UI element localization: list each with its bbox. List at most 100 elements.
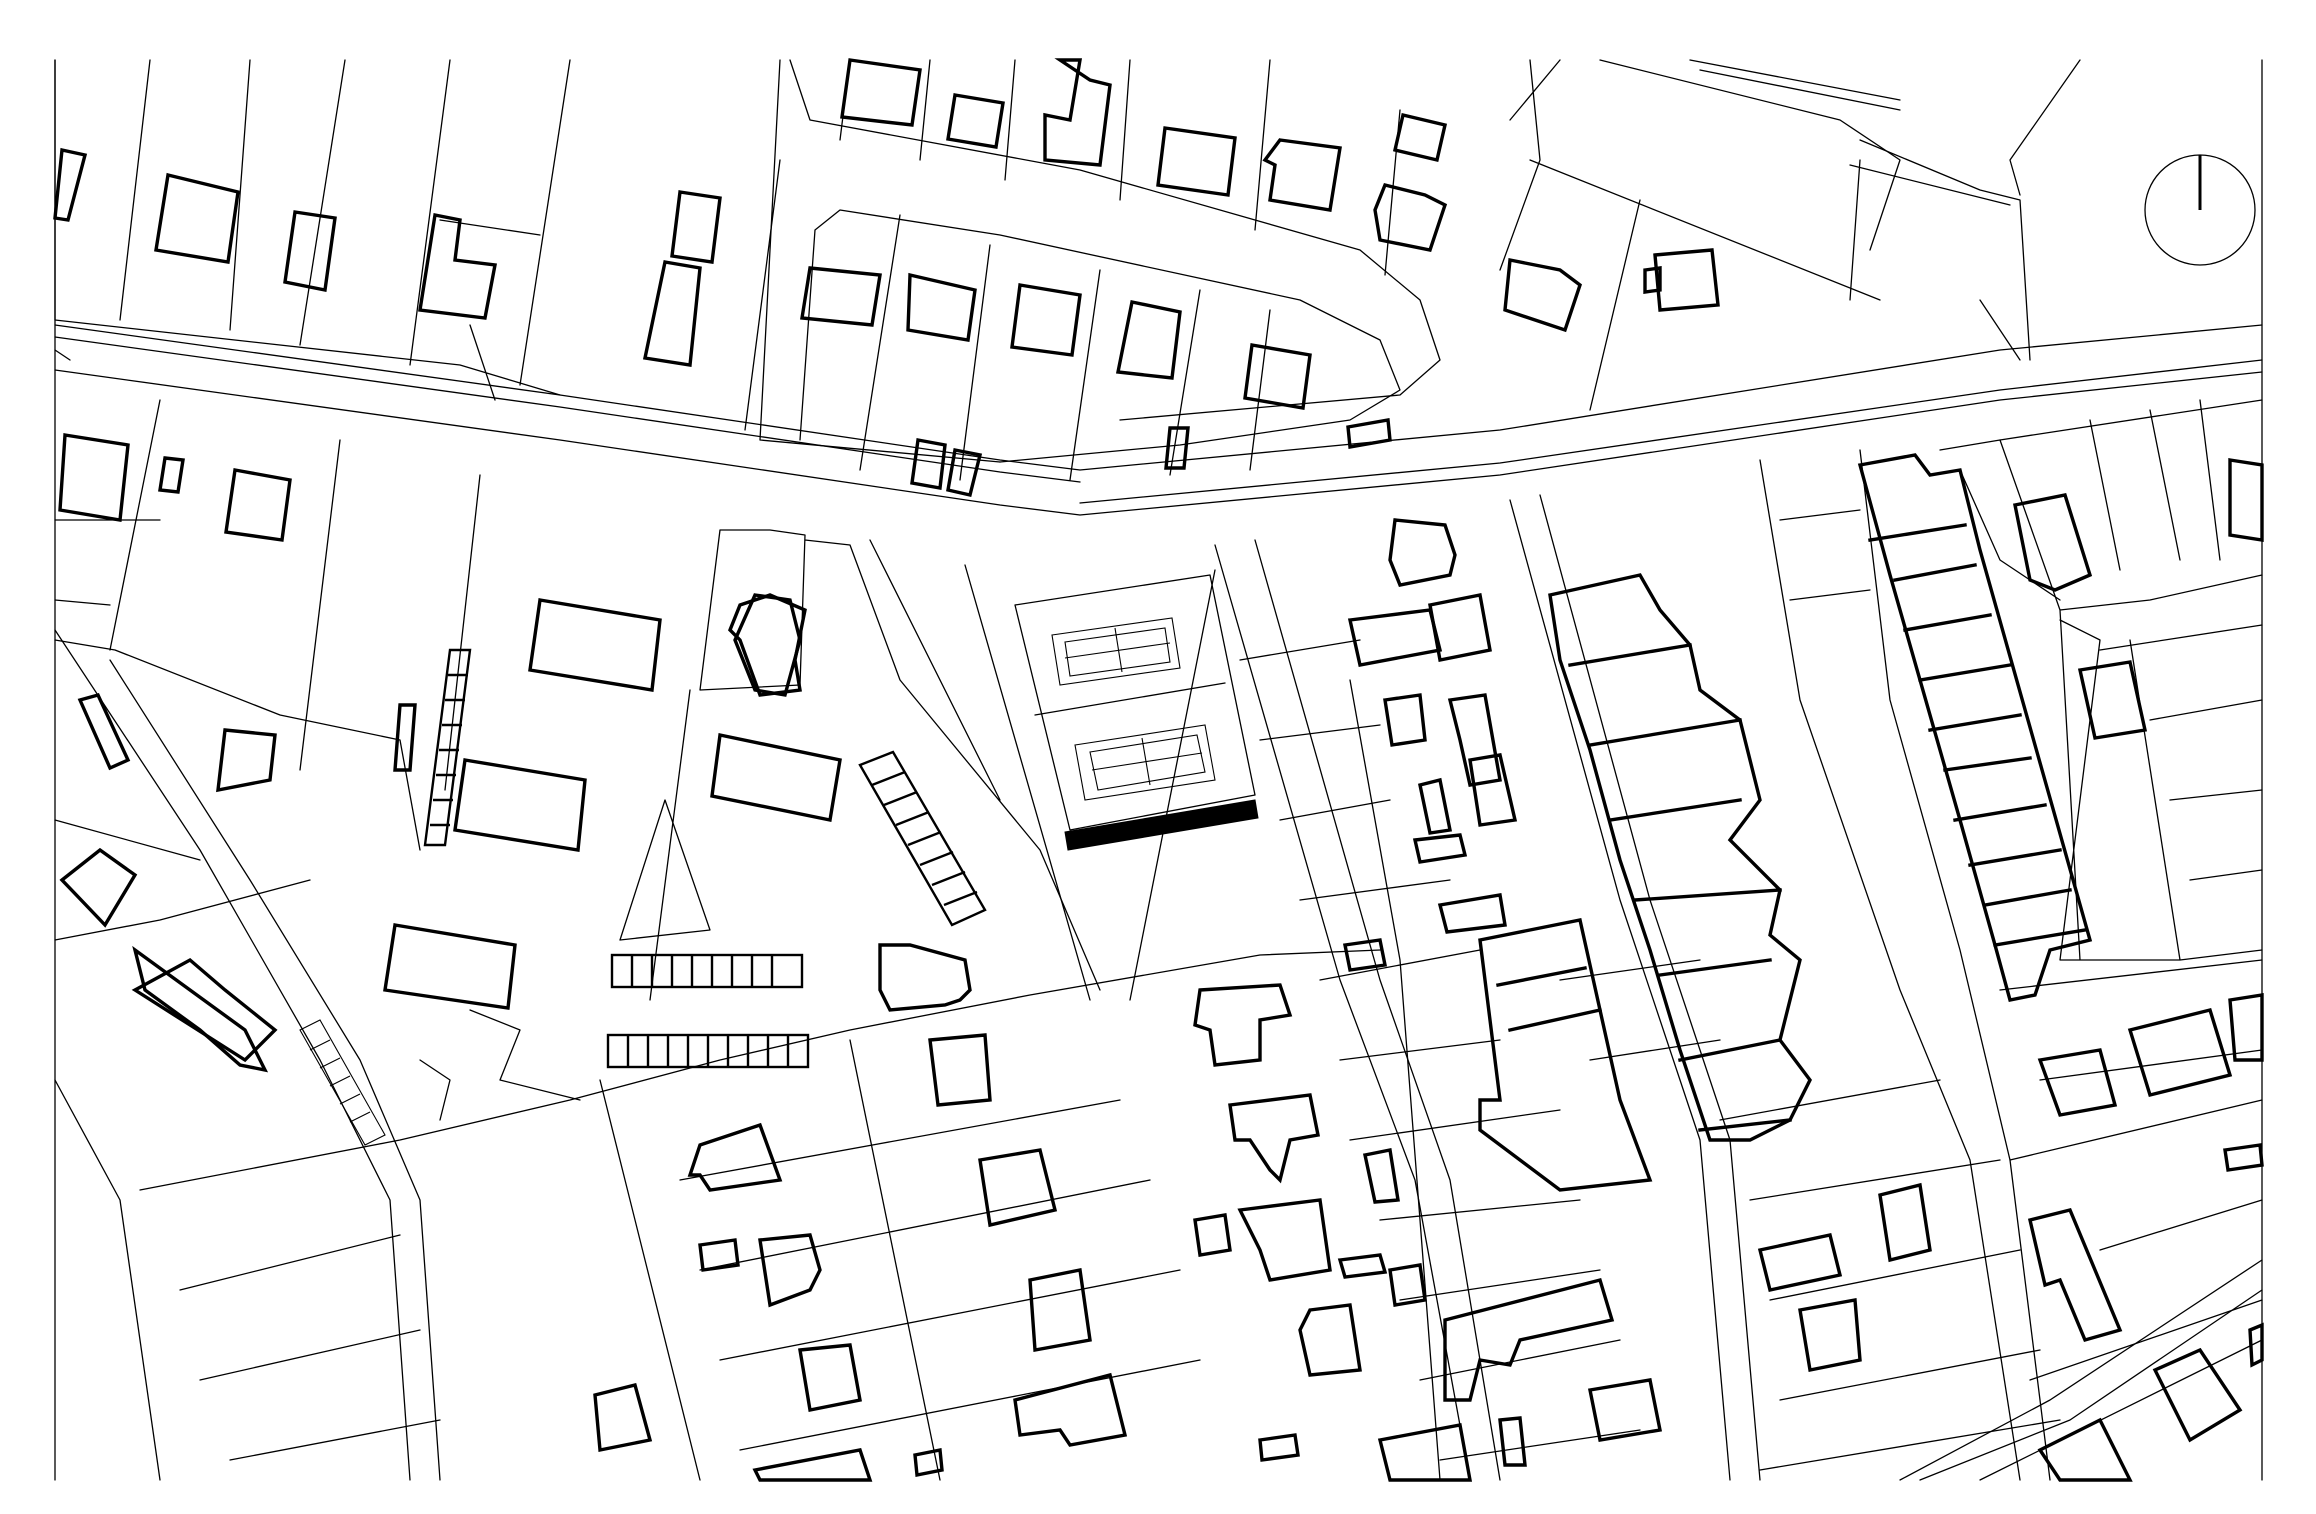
building [1028, 1267, 1092, 1353]
building [1798, 1297, 1862, 1373]
west-diagonal-street-a [54, 629, 411, 1481]
center-triangle-plaza [619, 799, 711, 941]
tennis-court-north [1051, 617, 1181, 686]
garage-row-vertical [423, 648, 472, 847]
loop-street-inner [799, 209, 1401, 463]
building [1383, 693, 1427, 747]
shed-row-west [299, 1019, 386, 1146]
building [393, 703, 417, 772]
building [1587, 1378, 1663, 1442]
building [1237, 1198, 1332, 1282]
central-ns-street-east [1254, 539, 1501, 1481]
central-east-parcels [1239, 639, 1641, 1481]
building [1503, 257, 1583, 333]
building [1346, 418, 1392, 449]
building [1010, 283, 1082, 357]
building [642, 260, 702, 367]
west-parcels [54, 399, 481, 1481]
building [283, 210, 337, 293]
terrace-row [1548, 573, 1812, 1142]
garage-row-diagonal [858, 750, 987, 927]
highlighted-building [1064, 799, 1259, 851]
building [2037, 1048, 2118, 1117]
main-road-north-walk [54, 336, 1081, 483]
building [878, 943, 972, 1012]
building [913, 1447, 944, 1478]
building [758, 1233, 822, 1308]
carport-row-north [610, 953, 804, 989]
central-ns-street-west [1214, 544, 1471, 1481]
pavilion-building [728, 593, 807, 697]
building [698, 1238, 740, 1272]
main-road-south-edge [54, 369, 2263, 516]
building [2152, 1347, 2243, 1443]
building [1392, 112, 1448, 163]
building [2077, 660, 2148, 740]
building [710, 732, 842, 823]
building [2027, 1207, 2123, 1343]
building [1388, 518, 1457, 587]
building [53, 147, 88, 222]
building [1377, 1423, 1473, 1482]
building [2037, 1417, 2133, 1482]
building [1412, 833, 1468, 864]
building [2012, 493, 2093, 592]
building [1362, 1147, 1400, 1204]
building [1447, 693, 1502, 787]
terrace-row [1478, 918, 1653, 1192]
building [1653, 248, 1720, 312]
building [1388, 1263, 1427, 1307]
west-diagonal-street-b [109, 659, 441, 1481]
building [2127, 1007, 2233, 1098]
building [1757, 1232, 1843, 1293]
building [928, 1033, 992, 1107]
building [224, 468, 292, 542]
tennis-plot-divider [1034, 682, 1226, 716]
far-east-street-b [1859, 449, 2051, 1481]
east-long-street-west [1509, 499, 1731, 1481]
building [1498, 1416, 1527, 1467]
hatched-structures [299, 648, 987, 1146]
building [77, 692, 131, 771]
building [798, 1343, 862, 1413]
building [1043, 58, 1112, 167]
northeast-parcels [1509, 59, 2081, 361]
building [1337, 1253, 1388, 1279]
building [1193, 1213, 1232, 1257]
north-loop-parcels [859, 214, 1271, 481]
tennis-plot-outline [1014, 574, 1256, 831]
building [1342, 938, 1388, 972]
building [158, 456, 185, 494]
building [1298, 1303, 1362, 1377]
building [1228, 1093, 1321, 1184]
building [910, 438, 947, 490]
center-south-parcels [599, 1039, 1201, 1481]
east-long-street-east [1539, 494, 1761, 1481]
north-parcels [839, 59, 2021, 411]
building [733, 593, 802, 697]
terrace-row-dividers [1868, 523, 2087, 947]
building [383, 923, 517, 1010]
building [1443, 1277, 1615, 1402]
main-road-north-edge [54, 324, 2263, 471]
building [946, 93, 1005, 149]
building [1262, 138, 1342, 212]
north-arrow-icon [2144, 154, 2256, 266]
building [906, 272, 977, 342]
far-east-parcels [1779, 399, 2263, 1481]
northwest-parcels [54, 59, 781, 431]
main-road-south-walk [1079, 359, 2263, 504]
building [1115, 299, 1182, 380]
building [840, 58, 922, 127]
tennis-courts [1051, 617, 1259, 851]
building [1437, 893, 1507, 934]
building [131, 957, 278, 1063]
loop-street-outer [759, 59, 1441, 463]
building [1347, 608, 1443, 667]
building [1258, 1433, 1300, 1462]
building [1878, 1182, 1932, 1263]
building [453, 758, 587, 852]
building [1373, 182, 1448, 252]
west-lower-parcels [139, 949, 1381, 1461]
building [946, 447, 983, 498]
